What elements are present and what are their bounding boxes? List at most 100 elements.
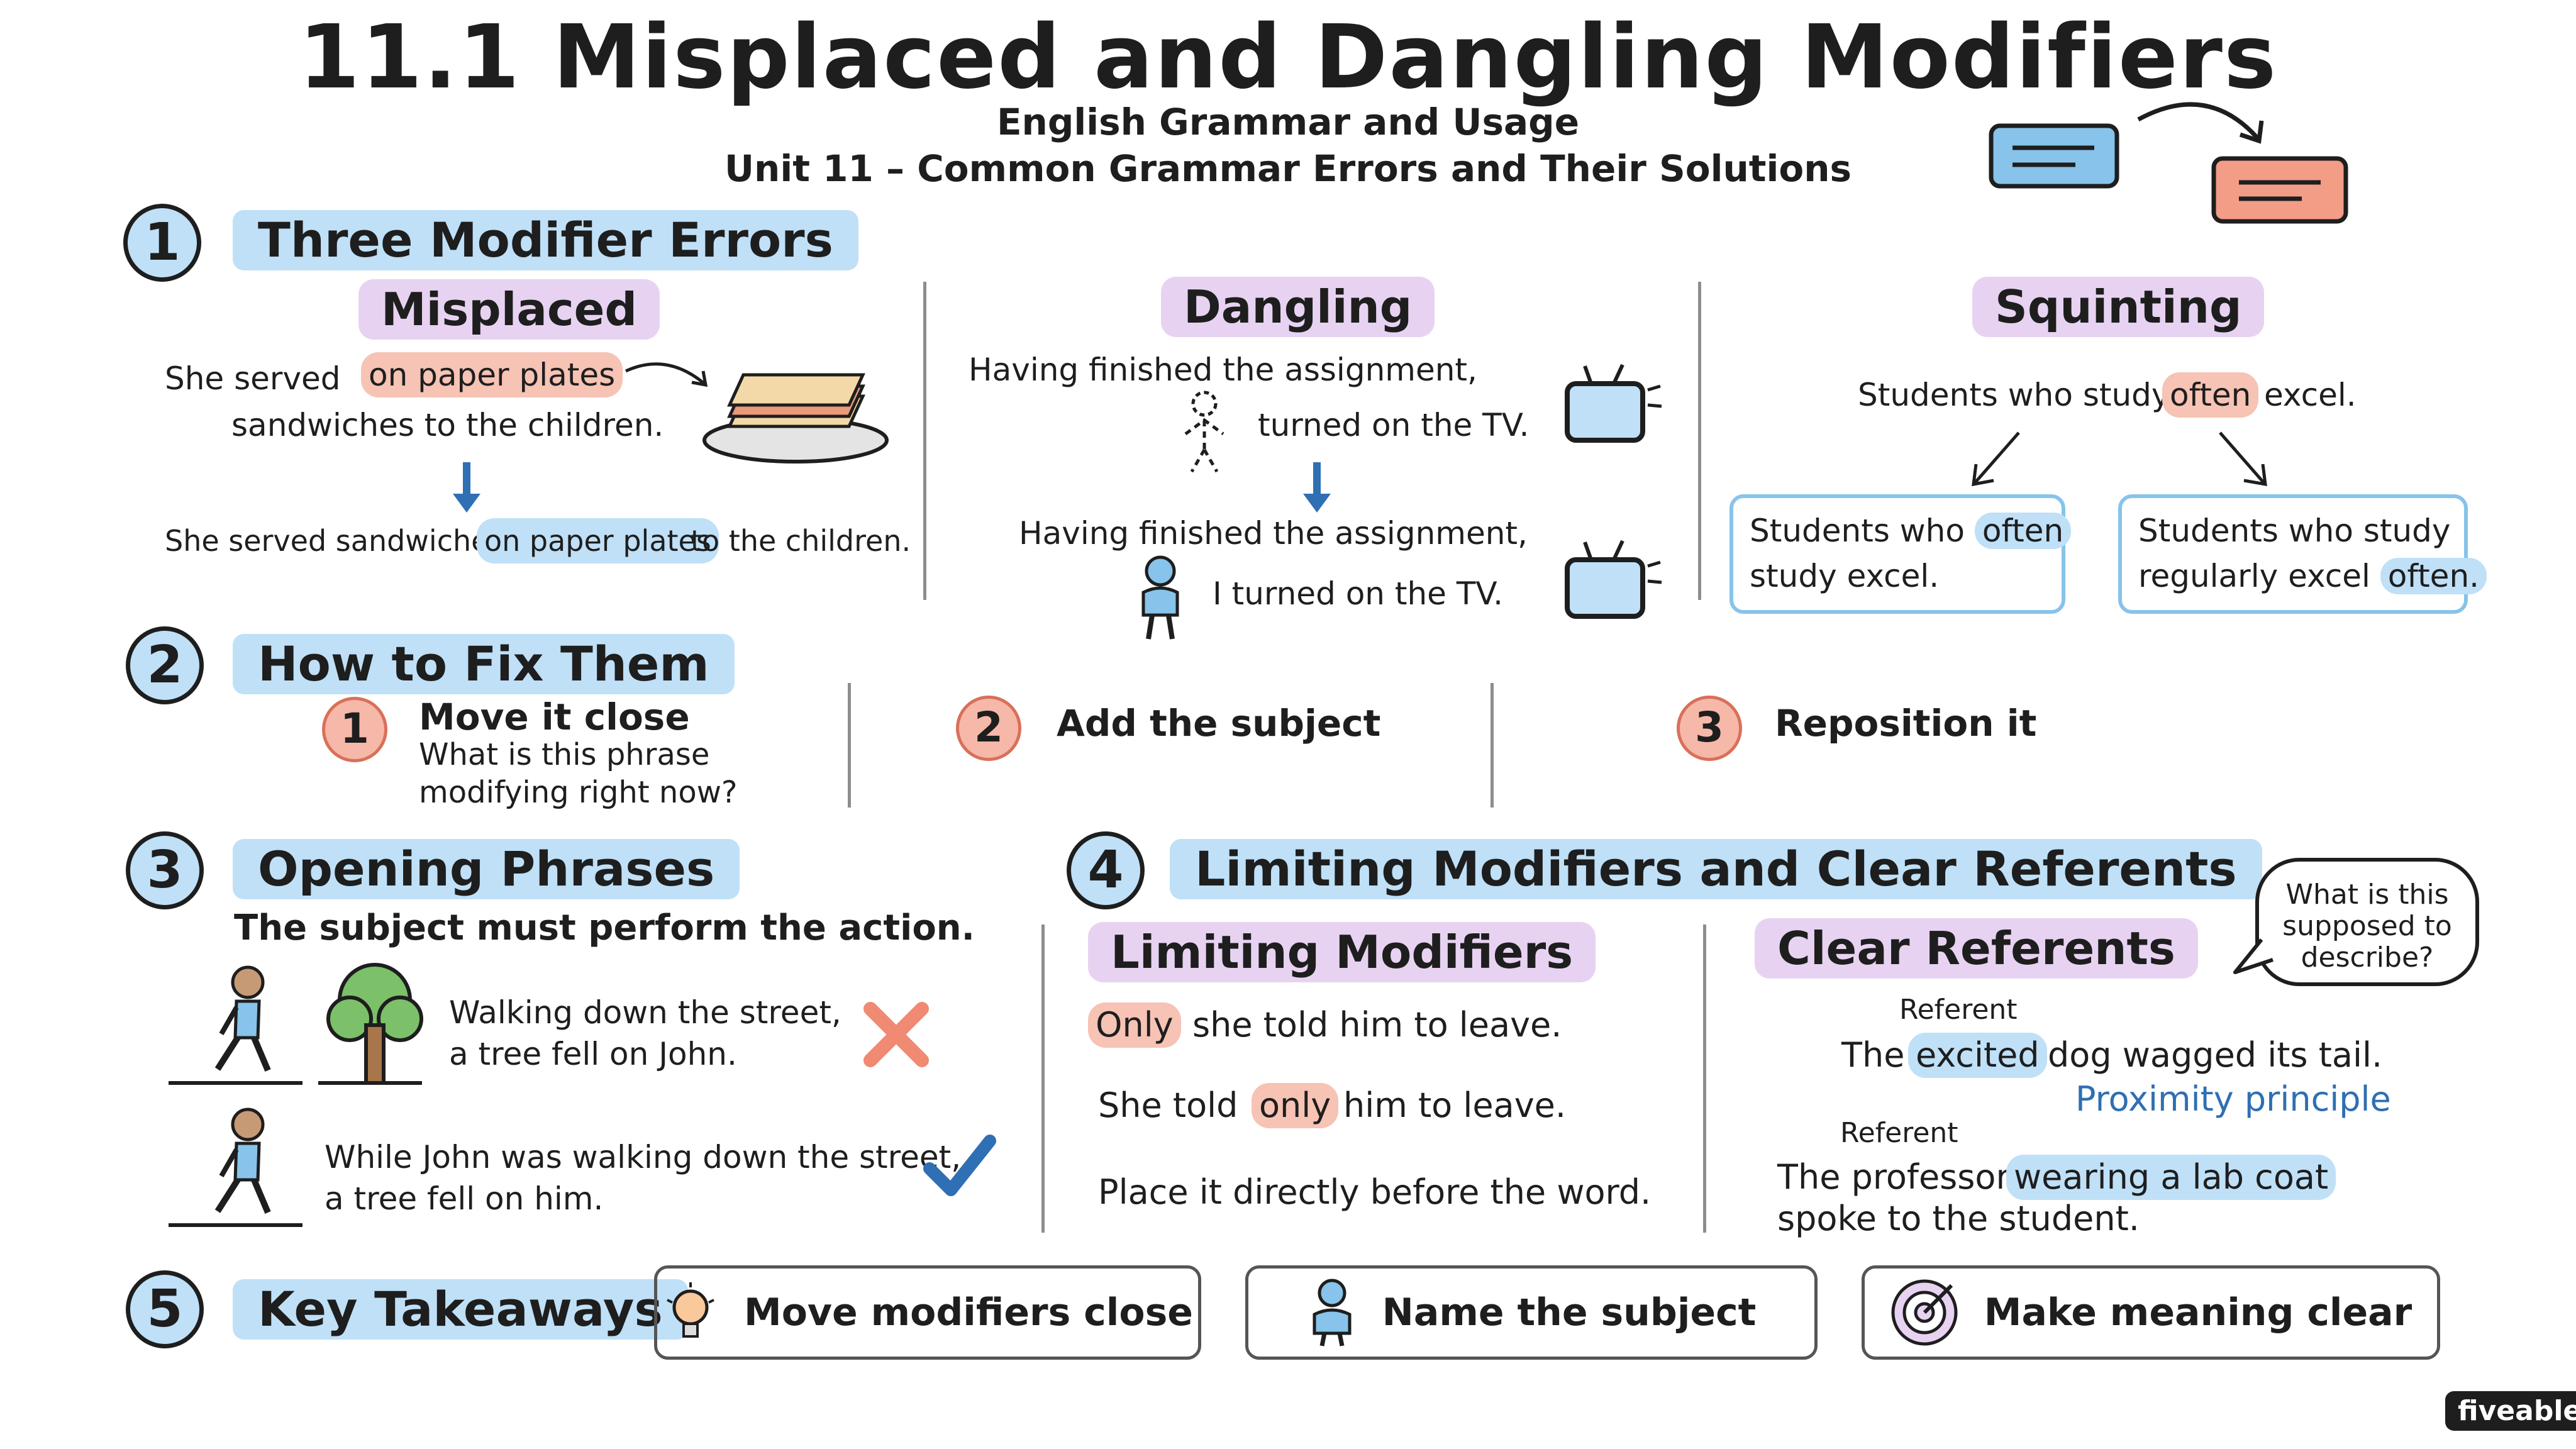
limiting-rule: Place it directly before the word.	[1098, 1172, 1652, 1212]
down-arrow-icon	[453, 462, 480, 513]
opening-right-line2: a tree fell on him.	[325, 1180, 604, 1217]
takeaway-label: Move modifiers close	[744, 1291, 1193, 1335]
squinting-sentence-highlight: often	[2162, 372, 2259, 418]
section-1-title: Three Modifier Errors	[233, 210, 858, 270]
referents-ex2-highlight: wearing a lab coat	[2006, 1155, 2336, 1200]
referent-tag-2: Referent	[1840, 1117, 1958, 1149]
takeaway-meaning-clear: Make meaning clear	[1862, 1265, 2440, 1360]
section-1-number: 1	[123, 204, 201, 282]
opening-wrong-line1: Walking down the street,	[449, 994, 841, 1031]
target-icon	[1891, 1279, 1958, 1346]
referents-ex2-line2: spoke to the student.	[1777, 1199, 2140, 1238]
brand-logo: fiveable	[2445, 1391, 2576, 1431]
bubble-line-2: supposed to	[2282, 910, 2452, 942]
referents-label: Clear Referents	[1755, 918, 2198, 979]
person-icon	[1141, 555, 1179, 640]
option-2-start: Students who study	[2138, 513, 2451, 549]
divider	[1703, 924, 1706, 1233]
misplaced-label: Misplaced	[358, 279, 660, 340]
missing-subject-icon	[1184, 391, 1224, 473]
section-4-title: Limiting Modifiers and Clear Referents	[1170, 839, 2262, 899]
reorder-cards-icon	[1989, 102, 2348, 224]
option-2-middle: regularly excel	[2138, 558, 2370, 594]
squinting-sentence-start: Students who study	[1858, 377, 2170, 413]
bubble-line-3: describe?	[2301, 941, 2434, 974]
fix-step-1-number: 1	[322, 697, 387, 762]
limiting-ex2-highlight: only	[1252, 1083, 1339, 1128]
opening-right-line1: While John was walking down the street,	[325, 1139, 962, 1175]
fix-step-1-label: Move it close	[419, 696, 690, 738]
dangling-right-line1: Having finished the assignment,	[1019, 515, 1528, 552]
dangling-wrong-line1: Having finished the assignment,	[969, 352, 1477, 388]
referents-ex2-start: The professor	[1777, 1157, 2010, 1197]
section-3-title: Opening Phrases	[233, 839, 740, 899]
lightbulb-icon	[667, 1282, 714, 1338]
unit-title: Unit 11 – Common Grammar Errors and Thei…	[724, 147, 1852, 190]
squinting-option-1: Students who often study excel.	[1729, 494, 2072, 614]
bubble-tail	[2233, 938, 2273, 974]
page-title: 11.1 Misplaced and Dangling Modifiers	[298, 6, 2278, 109]
branch-arrow-icon	[2219, 431, 2267, 487]
check-mark-icon	[923, 1135, 996, 1196]
takeaway-label: Name the subject	[1382, 1291, 1757, 1335]
section-2-number: 2	[126, 626, 204, 704]
misplaced-right-start: She served sandwiches	[165, 524, 504, 558]
misplaced-wrong-end: sandwiches to the children.	[231, 407, 664, 443]
bubble-line-1: What is this	[2285, 879, 2449, 911]
dangling-wrong-line2: turned on the TV.	[1258, 407, 1530, 443]
referents-ex1-rest: dog wagged its tail.	[2048, 1035, 2383, 1075]
section-5-number: 5	[126, 1270, 204, 1348]
curved-arrow-icon	[625, 362, 708, 387]
referents-ex1-highlight: excited	[1908, 1033, 2047, 1078]
opening-phrase-rule: The subject must perform the action.	[234, 908, 975, 948]
referents-ex1-start: The	[1841, 1035, 1905, 1075]
fix-step-1-hint-1: What is this phrase	[419, 737, 710, 772]
takeaway-move-modifiers: Move modifiers close	[654, 1265, 1201, 1360]
squinting-label: Squinting	[1972, 277, 2265, 337]
divider	[923, 282, 926, 600]
limiting-ex2-rest: him to leave.	[1343, 1085, 1567, 1125]
section-3-number: 3	[126, 831, 204, 909]
divider	[848, 683, 851, 808]
question-bubble: What is this supposed to describe?	[2255, 858, 2479, 986]
misplaced-wrong-highlight: on paper plates	[361, 352, 623, 397]
section-4-number: 4	[1067, 831, 1145, 909]
walking-person-icon	[169, 1108, 303, 1227]
referent-tag-1: Referent	[1899, 994, 2018, 1026]
option-1-end: study excel.	[1750, 558, 1940, 594]
misplaced-right-highlight: on paper plates	[477, 518, 719, 564]
limiting-label: Limiting Modifiers	[1088, 922, 1596, 982]
sandwich-plate-icon	[702, 373, 889, 464]
walking-person-icon	[169, 965, 303, 1085]
squinting-sentence-end: excel.	[2264, 377, 2357, 413]
squinting-option-2: Students who study regularly excel often…	[2118, 494, 2487, 614]
limiting-ex2-start: She told	[1098, 1085, 1238, 1125]
person-icon	[1313, 1279, 1352, 1346]
proximity-principle: Proximity principle	[2075, 1079, 2391, 1119]
branch-arrow-icon	[1972, 431, 2020, 487]
misplaced-wrong-start: She served	[165, 360, 341, 397]
limiting-ex1-highlight: Only	[1088, 1002, 1181, 1048]
takeaway-label: Make meaning clear	[1984, 1291, 2412, 1335]
fix-step-2-number: 2	[956, 696, 1021, 761]
fix-step-3-label: Reposition it	[1775, 702, 2037, 745]
option-1-start: Students who	[1750, 513, 1965, 549]
tree-icon	[318, 963, 423, 1085]
divider	[1698, 282, 1701, 600]
fix-step-2-label: Add the subject	[1057, 702, 1381, 745]
fix-step-3-number: 3	[1677, 696, 1742, 761]
section-2-title: How to Fix Them	[233, 634, 735, 694]
opening-wrong-line2: a tree fell on John.	[449, 1036, 737, 1072]
tv-icon	[1565, 364, 1662, 443]
divider	[1491, 683, 1494, 808]
limiting-ex1-rest: she told him to leave.	[1192, 1005, 1562, 1045]
x-mark-icon	[863, 1002, 929, 1067]
tv-icon	[1565, 540, 1662, 619]
dangling-right-line2: I turned on the TV.	[1213, 575, 1504, 612]
divider	[1041, 924, 1045, 1233]
course-title: English Grammar and Usage	[996, 101, 1580, 143]
option-1-highlight: often	[1974, 513, 2072, 549]
dangling-label: Dangling	[1161, 277, 1435, 337]
fix-step-1-hint-2: modifying right now?	[419, 775, 738, 810]
down-arrow-icon	[1303, 462, 1331, 513]
